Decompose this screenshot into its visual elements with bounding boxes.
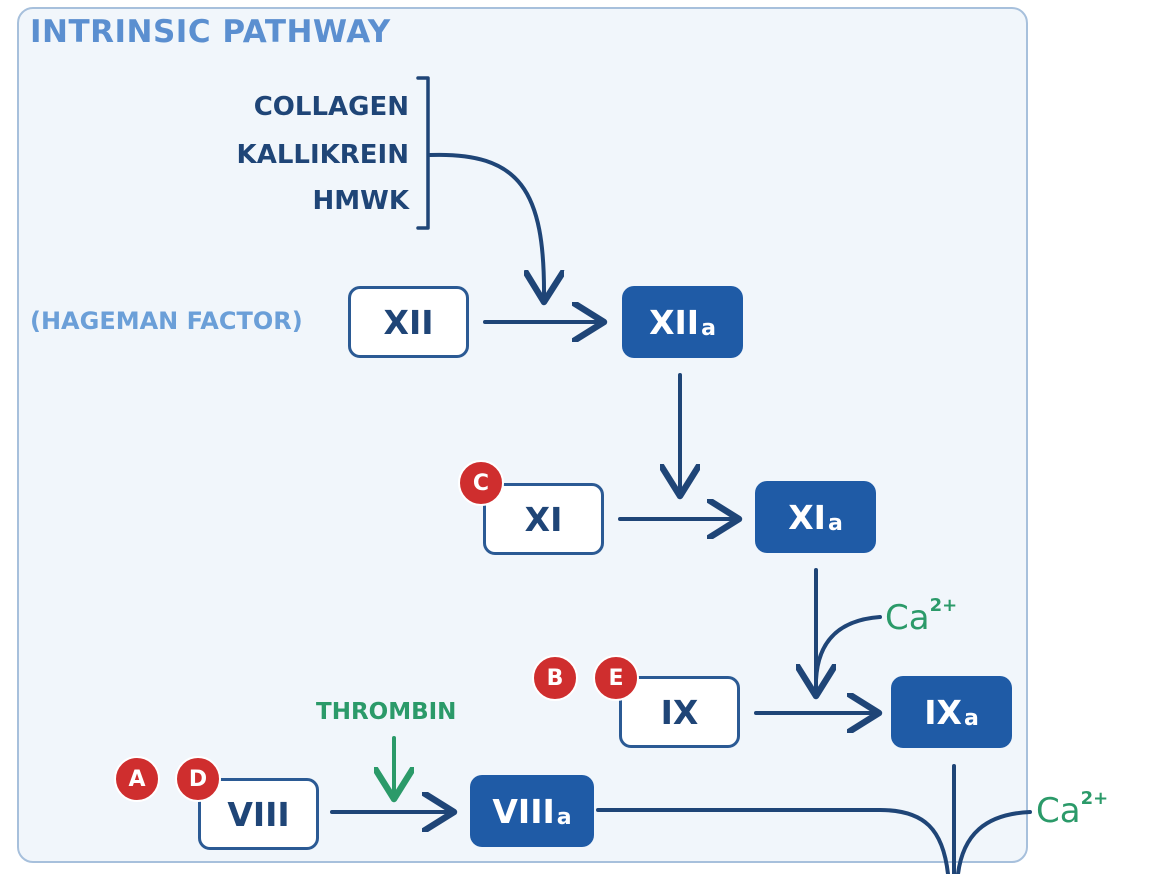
calcium-join-1 — [814, 615, 882, 682]
factor-ix-label: IX — [660, 692, 699, 732]
factor-xia-label: XI — [788, 497, 826, 537]
badge-d: D — [175, 756, 221, 802]
factor-xiia-suffix: a — [701, 315, 716, 341]
factor-viii-label: VIII — [227, 794, 290, 834]
calcium-join-2 — [956, 810, 1032, 874]
calcium-1-charge: 2+ — [929, 595, 958, 616]
calcium-ion-2: Ca2+ — [1036, 788, 1108, 831]
factor-viiia-suffix: a — [556, 804, 572, 830]
hageman-label: (HAGEMAN FACTOR) — [30, 307, 303, 335]
calcium-2-base: Ca — [1036, 791, 1081, 831]
activator-bracket — [416, 76, 430, 230]
activator-collagen: COLLAGEN — [253, 92, 409, 122]
badge-a: A — [114, 756, 160, 802]
badge-b: B — [532, 655, 578, 701]
factor-viiia-label: VIII — [492, 791, 555, 831]
factor-xii-box: XII — [348, 286, 469, 358]
factor-xii-label: XII — [383, 302, 434, 342]
calcium-2-charge: 2+ — [1080, 788, 1109, 809]
activator-arrow — [428, 152, 544, 298]
badge-e: E — [593, 655, 639, 701]
factor-xia-suffix: a — [827, 510, 843, 536]
thrombin-label: THROMBIN — [316, 699, 457, 725]
activator-hmwk: HMWK — [312, 186, 409, 216]
activator-kallikrein: KALLIKREIN — [236, 140, 409, 170]
factor-ixa-label: IX — [924, 692, 962, 732]
calcium-ion-1: Ca2+ — [885, 595, 957, 638]
factor-xi-label: XI — [524, 499, 563, 539]
factor-xi-box: XI — [483, 483, 604, 555]
viiia-line — [596, 808, 950, 874]
factor-ixa-suffix: a — [963, 705, 979, 731]
factor-ix-box: IX — [619, 676, 740, 748]
factor-xiia-label: XII — [649, 302, 700, 342]
calcium-1-base: Ca — [885, 598, 930, 638]
panel-title: INTRINSIC PATHWAY — [30, 14, 391, 50]
badge-c: C — [458, 460, 504, 506]
